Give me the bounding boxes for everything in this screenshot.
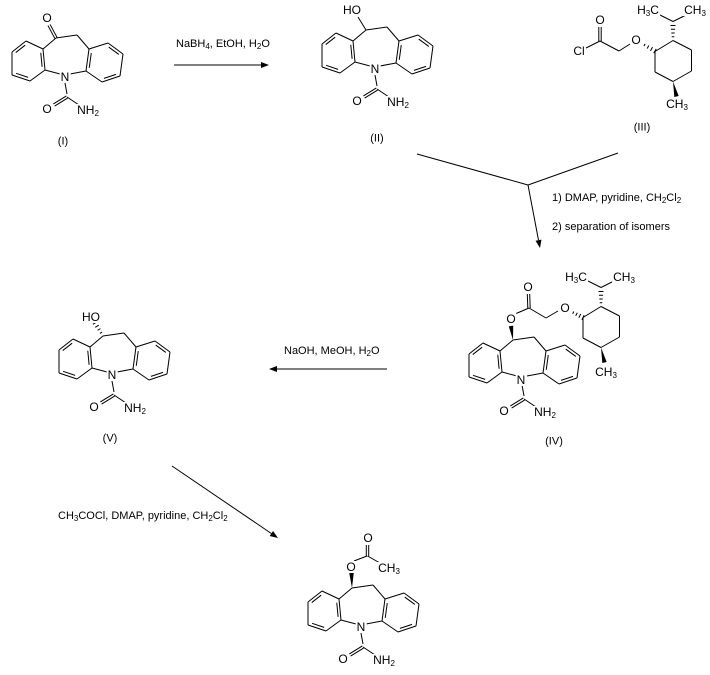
atom-label-amide-nh2-v: NH2 (123, 401, 147, 416)
atom-label-n-iv: N (515, 373, 527, 387)
atom-label-carbonyl-o-product: O (362, 531, 374, 545)
structure-iii-bonds (585, 14, 692, 98)
structure-caption-i: (I) (57, 135, 69, 148)
atom-label-n-product: N (355, 620, 367, 634)
atom-label-h3c-iii: H3C (636, 3, 660, 18)
atom-label-acetyl-ch3-product: CH3 (377, 561, 401, 576)
reagents-step-3: NaOH, MeOH, H2O (284, 345, 380, 358)
structure-ii-bonds (321, 16, 434, 99)
atom-label-ho-ii: HO (342, 3, 362, 17)
atom-label-ch3-bottom-iv: CH3 (594, 365, 618, 380)
structure-caption-iv: (IV) (545, 435, 563, 448)
reagents-step-1: NaBH4, EtOH, H2O (176, 38, 270, 51)
atom-label-ho-v: HO (81, 310, 101, 324)
atom-label-ketone-o-i: O (41, 11, 53, 25)
structure-caption-iii: (III) (633, 121, 651, 134)
atom-label-ether-o-iii: O (630, 33, 642, 47)
reaction-arrows (171, 62, 619, 538)
atom-label-amide-nh2-ii: NH2 (386, 95, 410, 110)
atom-label-amide-o-i: O (41, 102, 53, 116)
atom-label-amide-o-v: O (88, 400, 100, 414)
structure-i-bonds (11, 24, 124, 107)
atom-label-ether-o-iv: O (559, 301, 571, 315)
atom-label-carbonyl-o-iii: O (594, 13, 606, 27)
structure-v-bonds (58, 321, 171, 405)
reagents-step-2-line1: 1) DMAP, pyridine, CH2Cl2 (552, 192, 682, 205)
atom-label-n-v: N (106, 368, 118, 382)
structure-iv-bonds (468, 280, 620, 409)
atom-label-amide-o-product: O (337, 652, 349, 666)
atom-label-ester-o-iv: O (505, 312, 517, 326)
atom-label-ester-o-product: O (345, 560, 357, 574)
product-bonds (307, 545, 420, 657)
atom-label-amide-nh2-i: NH2 (76, 103, 100, 118)
atom-label-amide-o-ii: O (351, 94, 363, 108)
atom-label-n-i: N (59, 70, 71, 84)
atom-label-carbonyl-o-iv: O (522, 280, 534, 294)
atom-label-amide-nh2-iv: NH2 (533, 405, 557, 420)
atom-label-ch3-top-iii: CH3 (683, 3, 707, 18)
atom-label-amide-o-iv: O (498, 404, 510, 418)
atom-label-n-ii: N (369, 62, 381, 76)
atom-label-ch3-bottom-iii: CH3 (665, 97, 689, 112)
atom-label-cl-iii: Cl (572, 44, 586, 58)
reagents-step-2-line2: 2) separation of isomers (552, 221, 670, 233)
atom-label-h3c-iv: H3C (564, 270, 588, 285)
structure-caption-ii: (II) (370, 132, 384, 145)
reagents-step-4: CH3COCl, DMAP, pyridine, CH2Cl2 (58, 510, 228, 523)
atom-label-amide-nh2-product: NH2 (372, 653, 396, 668)
atom-label-ch3-top-iv: CH3 (612, 270, 636, 285)
structure-caption-v: (V) (102, 432, 118, 445)
